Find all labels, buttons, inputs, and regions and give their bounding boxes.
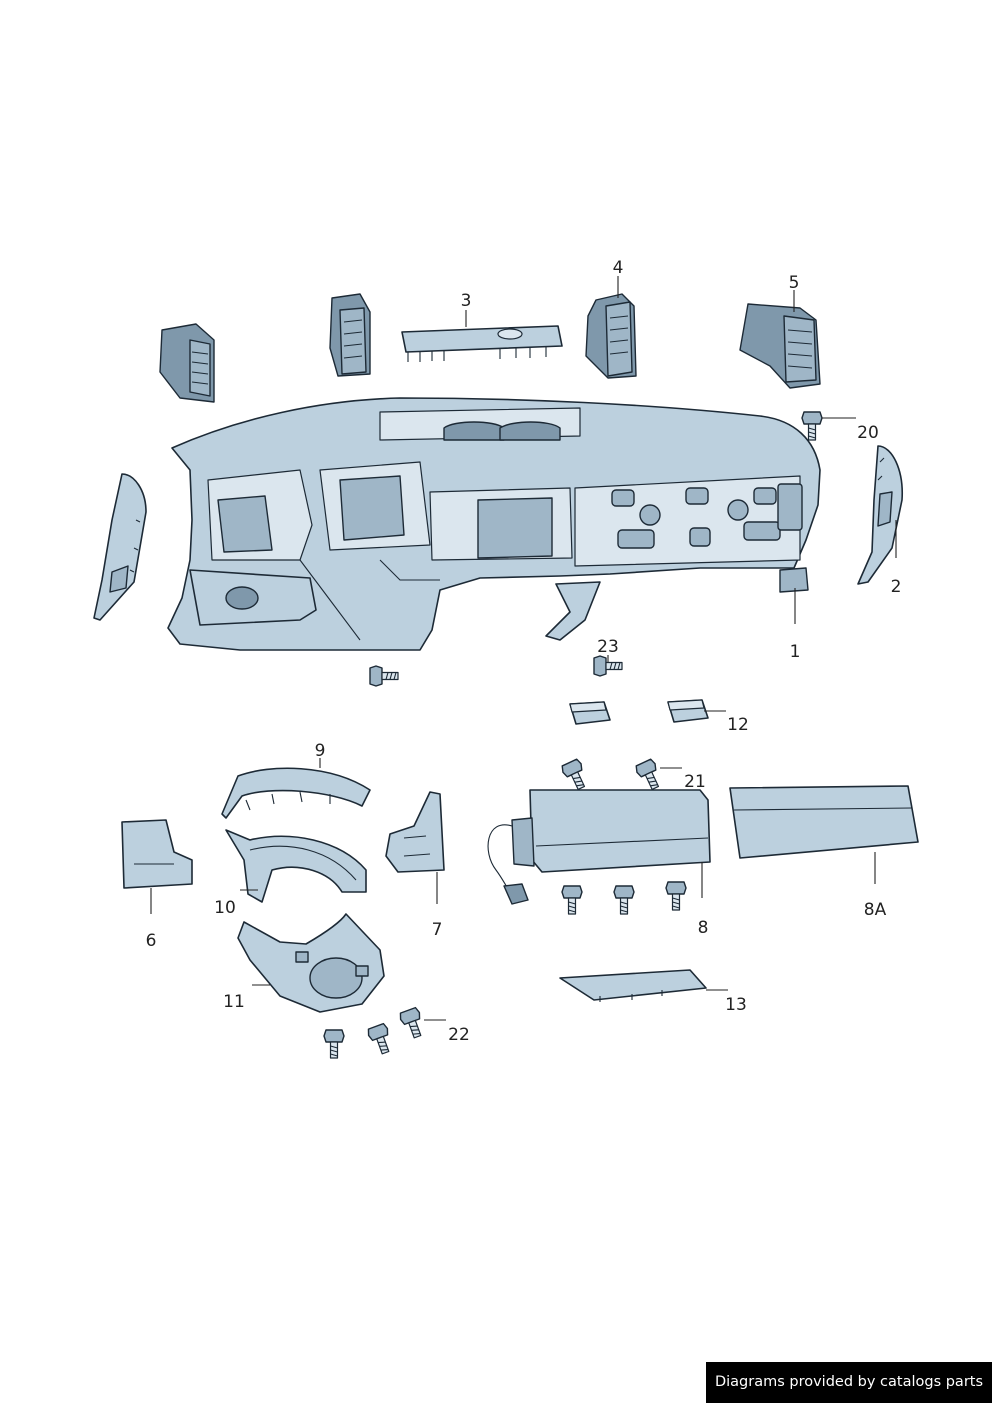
callout-22: 22: [448, 1025, 470, 1045]
clip-part-12[interactable]: [569, 699, 709, 725]
air-vent-far-right-part-5[interactable]: [739, 303, 821, 389]
steering-column-trim-part-10[interactable]: [225, 829, 367, 903]
trim-cover-part-6[interactable]: [121, 819, 193, 889]
air-vent-center-left[interactable]: [329, 293, 371, 377]
steering-column-trim-upper-part-9[interactable]: [221, 767, 371, 819]
callout-8: 8: [698, 918, 709, 938]
callout-9: 9: [315, 741, 326, 761]
callout-labels: 1 2 3 4 5 6 7 8 8A 9 10 11 12 13 20 21 2…: [146, 258, 902, 1045]
callout-7: 7: [432, 920, 443, 940]
callout-5: 5: [789, 273, 800, 293]
airbag-cover-part-8a[interactable]: [729, 785, 919, 859]
screw-dashboard-bolt[interactable]: [369, 665, 399, 687]
callout-13: 13: [725, 995, 747, 1015]
attribution-banner: Diagrams provided by catalogs parts: [706, 1362, 992, 1403]
callout-21: 21: [684, 772, 706, 792]
callout-4: 4: [613, 258, 624, 278]
screw-part-22[interactable]: [323, 1006, 428, 1059]
tray-part-13[interactable]: [559, 969, 707, 1002]
callout-8a: 8A: [864, 900, 887, 920]
callout-2: 2: [891, 577, 902, 597]
callout-6: 6: [146, 931, 157, 951]
callout-11: 11: [223, 992, 245, 1012]
dashboard-frame-part-1[interactable]: [167, 397, 821, 651]
callout-10: 10: [214, 898, 236, 918]
callout-12: 12: [727, 715, 749, 735]
leader-lines: [150, 276, 897, 1021]
defroster-grille-part-3[interactable]: [401, 325, 563, 362]
side-trim-left[interactable]: [93, 473, 147, 621]
airbag-module-part-8[interactable]: [487, 789, 711, 905]
screw-part-20[interactable]: [801, 411, 823, 441]
side-trim-right-part-2[interactable]: [857, 445, 903, 585]
callout-1: 1: [790, 642, 801, 662]
air-vent-center-right-part-4[interactable]: [585, 293, 637, 379]
callout-20: 20: [857, 423, 879, 443]
trim-panel-part-7[interactable]: [385, 791, 445, 873]
air-vent-far-left[interactable]: [159, 323, 215, 403]
steering-column-trim-lower-part-11[interactable]: [237, 913, 385, 1013]
callout-3: 3: [461, 291, 472, 311]
callout-23: 23: [597, 637, 619, 657]
